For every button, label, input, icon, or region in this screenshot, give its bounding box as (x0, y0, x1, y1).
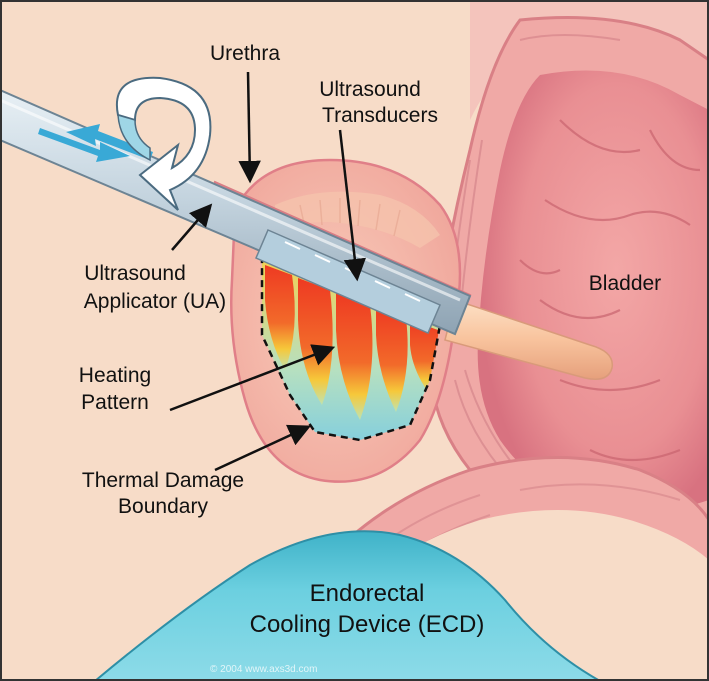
label-urethra: Urethra (210, 42, 280, 65)
label-heating-line1: Heating (79, 364, 151, 387)
label-transducers-line1: Ultrasound (319, 78, 421, 101)
label-heating-line2: Pattern (81, 391, 149, 414)
label-thermal-line1: Thermal Damage (82, 469, 244, 492)
label-bladder: Bladder (589, 272, 661, 295)
label-ecd-line2: Cooling Device (ECD) (250, 611, 485, 638)
copyright-credit: © 2004 www.axs3d.com (210, 664, 317, 675)
label-transducers-line2: Transducers (322, 104, 438, 127)
label-applicator-line2: Applicator (UA) (84, 290, 226, 313)
label-applicator-line1: Ultrasound (84, 262, 186, 285)
label-thermal-line2: Boundary (118, 495, 208, 518)
label-ecd-line1: Endorectal (310, 580, 425, 607)
